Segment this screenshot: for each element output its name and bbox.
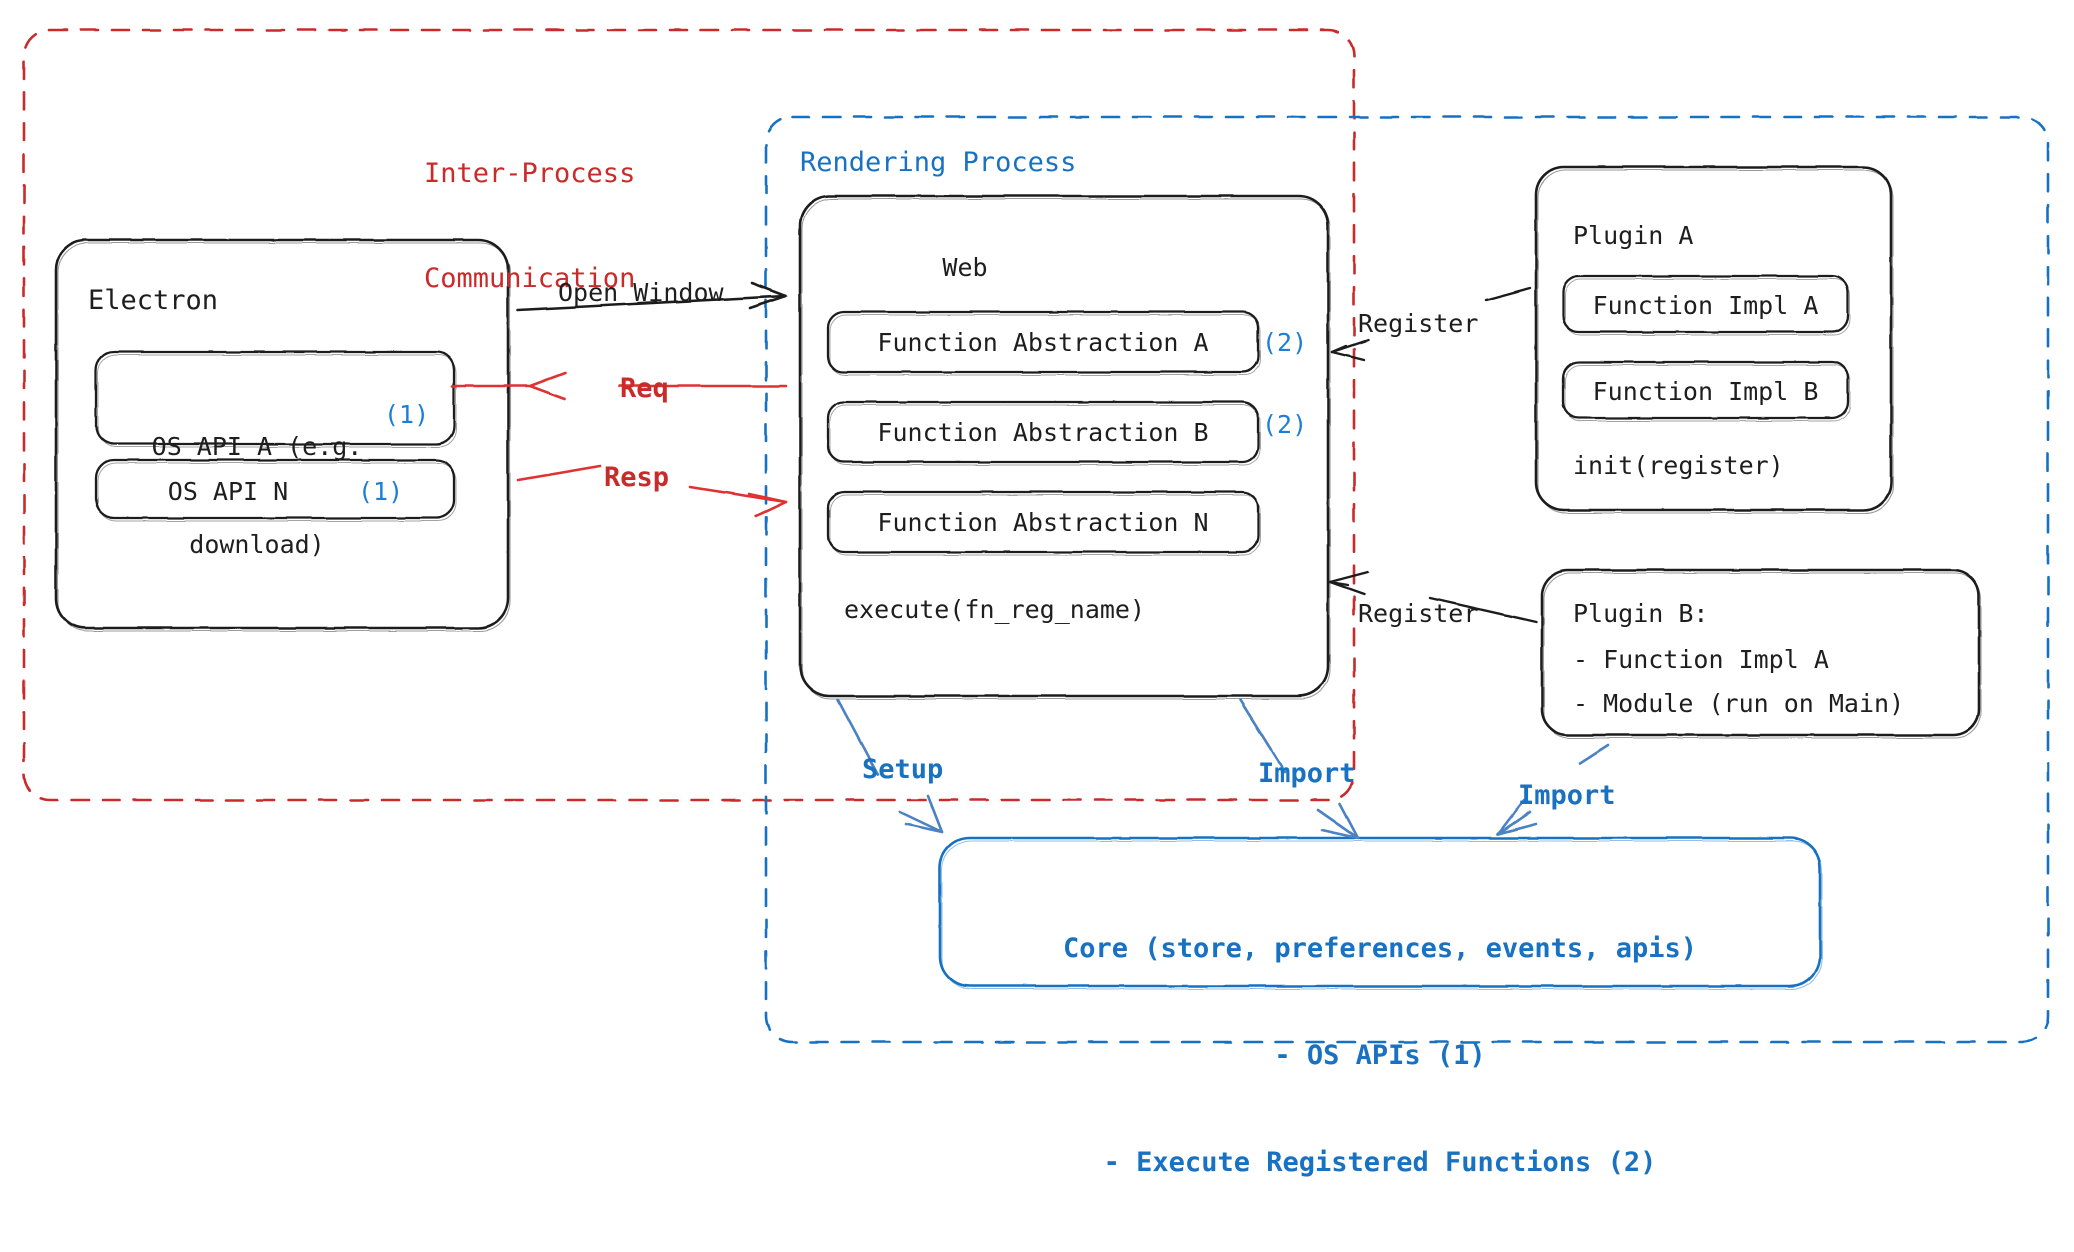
core-box-text: Core (store, preferences, events, apis) … xyxy=(948,860,1812,1252)
function-impl-a-box-border xyxy=(1561,274,1851,336)
edge-resp xyxy=(516,464,788,518)
edge-label-setup: Setup xyxy=(862,754,944,785)
function-impl-b-box-border xyxy=(1561,360,1851,422)
os-api-n-label: OS API N xyxy=(167,477,289,506)
ipc-region-label-line2: Communication xyxy=(424,263,636,295)
os-api-a-label: OS API A (e.g. download) xyxy=(112,366,402,626)
function-abstraction-b-label: Function Abstraction B xyxy=(877,418,1209,447)
ipc-region-label-line1: Inter-Process xyxy=(424,158,636,190)
edge-import-plugin-b xyxy=(1496,743,1610,836)
plugin-a-title: Plugin A xyxy=(1573,221,1694,250)
function-abstraction-b-badge: (2) xyxy=(1262,410,1308,439)
plugin-b-box-border xyxy=(1540,568,1982,739)
edge-label-register-plugin-a: Register xyxy=(1358,309,1479,338)
electron-title: Electron xyxy=(88,285,219,316)
function-abstraction-a-box-border xyxy=(826,310,1261,376)
edge-label-open-window: Open Window xyxy=(558,278,724,307)
edge-register-plugin-b xyxy=(1328,570,1538,624)
rendering-process-region-border xyxy=(764,115,2050,1044)
function-abstraction-a-badge: (2) xyxy=(1262,328,1308,357)
function-abstraction-n-box-border xyxy=(826,490,1261,556)
os-api-n-box-border xyxy=(94,458,457,522)
function-abstraction-b-box-border xyxy=(826,400,1261,466)
edge-import-web xyxy=(1238,698,1360,840)
function-abstraction-n-label: Function Abstraction N xyxy=(877,508,1209,537)
os-api-a-badge: (1) xyxy=(384,400,430,429)
core-box-border xyxy=(938,836,1823,990)
plugin-b-line-1: - Function Impl A xyxy=(1573,645,1829,674)
core-line-1: Core (store, preferences, events, apis) xyxy=(1063,933,1697,965)
web-title: Web xyxy=(942,253,988,282)
os-api-a-box-border xyxy=(94,350,457,448)
edge-open-window xyxy=(516,281,788,312)
edge-label-import-plugin-b: Import xyxy=(1518,780,1616,811)
plugin-b-line-2: - Module (run on Main) xyxy=(1573,689,1905,718)
plugin-b-title: Plugin B: xyxy=(1573,599,1709,628)
edge-label-resp: Resp xyxy=(604,462,670,493)
function-impl-b-label: Function Impl B xyxy=(1592,377,1819,406)
ipc-region-border xyxy=(22,28,1356,802)
edge-label-req: Req xyxy=(620,373,669,404)
function-abstraction-a-label: Function Abstraction A xyxy=(877,328,1209,357)
plugin-a-box-border xyxy=(1534,165,1894,514)
function-impl-a-label: Function Impl A xyxy=(1592,291,1819,320)
diagram-svg xyxy=(22,28,2050,1044)
web-execute-label: execute(fn_reg_name) xyxy=(844,595,1146,624)
os-api-n-badge: (1) xyxy=(358,477,404,506)
os-api-a-label-line2: download) xyxy=(189,529,325,559)
core-line-3: - Execute Registered Functions (2) xyxy=(1103,1147,1657,1178)
edge-label-register-plugin-b: Register xyxy=(1358,599,1479,628)
diagram-canvas: Inter-Process Communication Rendering Pr… xyxy=(22,28,2050,1178)
edge-req xyxy=(450,371,788,401)
os-api-a-label-line1: OS API A (e.g. xyxy=(151,432,363,461)
plugin-a-init-label: init(register) xyxy=(1573,451,1784,480)
rendering-process-label: Rendering Process xyxy=(800,147,1077,178)
core-line-2: - OS APIs (1) xyxy=(1274,1040,1486,1072)
edge-register-plugin-a xyxy=(1330,286,1532,362)
edge-setup xyxy=(836,698,944,834)
ipc-region-label: Inter-Process Communication xyxy=(424,86,724,367)
edge-label-import-web: Import xyxy=(1258,758,1356,789)
